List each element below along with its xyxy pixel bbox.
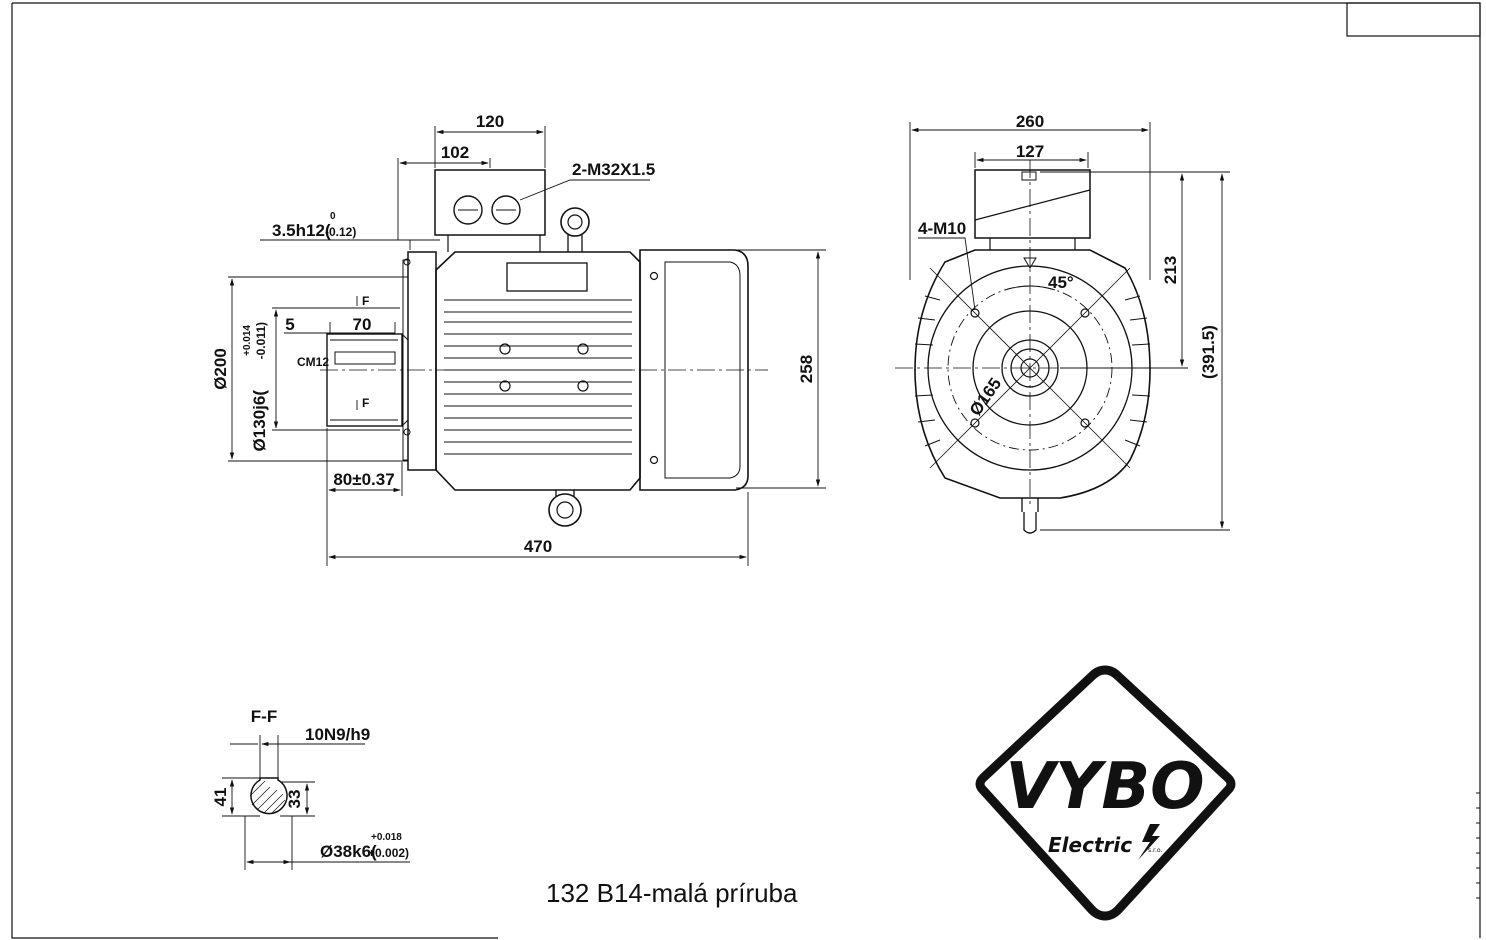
section-mark-top: F: [362, 294, 369, 308]
dim-shaft-thread: CM12: [297, 355, 329, 369]
dim-overall-length: 470: [524, 537, 552, 556]
drawing-frame: [11, 2, 1481, 939]
dim-key-width: 10N9/h9: [305, 725, 370, 744]
dim-terminal-box-offset: 102: [441, 143, 469, 162]
vybo-logo: VYBO Electric s.r.o.: [975, 665, 1236, 921]
dim-flange-diameter: Ø200: [211, 348, 230, 390]
side-dimensions: [228, 126, 826, 566]
section-ff: F-F 10N9/h9 41 33 Ø38k6( +0.018 +0.002): [211, 707, 410, 870]
dim-pitch-circle: Ø165: [966, 374, 1005, 419]
dim-terminal-box-length: 120: [476, 112, 504, 131]
flange-drawing: [402, 251, 437, 471]
logo-suffix: s.r.o.: [1148, 847, 1162, 854]
dim-key-offset: 5: [285, 315, 294, 334]
dim-hole-angle: 45°: [1048, 273, 1074, 292]
dim-flange-spigot-tol-upper: 0: [330, 211, 336, 222]
front-body-drawing: [914, 249, 1151, 534]
lightning-icon: [1138, 824, 1160, 860]
edge-ticks: [1476, 792, 1480, 899]
drawing-caption: 132 B14-malá príruba: [546, 878, 798, 908]
dim-shaft-length: 80±0.37: [333, 470, 394, 489]
side-view: 120 102 2-M32X1.5 3.5h12( 0 -0.12) Ø200 …: [211, 112, 826, 566]
dim-front-width: 260: [1016, 112, 1044, 131]
section-ff-title: F-F: [251, 707, 277, 726]
dim-shaft-tol-lower: +0.002): [368, 846, 409, 860]
front-dimensions: [909, 122, 1230, 531]
dim-flange-holes: 4-M10: [918, 219, 966, 238]
dim-shaft-diameter: Ø38k6(: [320, 842, 377, 861]
dim-flange-spigot-tol-lower: -0.12): [325, 225, 356, 239]
lifting-eye-drawing: [548, 207, 590, 527]
dim-total-height: (391.5): [1199, 325, 1218, 379]
dim-front-box-width: 127: [1016, 142, 1044, 161]
front-terminal-box-drawing: [974, 169, 1091, 250]
dim-spigot-tol-upper: +0.014: [242, 325, 253, 356]
dim-cable-glands: 2-M32X1.5: [572, 160, 655, 179]
shaft-drawing: [326, 333, 409, 427]
dim-flange-spigot: 3.5h12(: [272, 221, 331, 240]
dim-spigot-tol-lower: -0.011): [254, 322, 268, 359]
logo-brand: VYBO: [1005, 750, 1204, 824]
dim-overall-height: 258: [797, 355, 816, 383]
dim-height-inner: 33: [285, 790, 304, 809]
dim-height-total: 41: [211, 788, 230, 807]
front-view: 260 127 4-M10 45° Ø165 213 (391.5): [895, 112, 1230, 534]
motor-body-drawing: [435, 249, 749, 491]
section-mark-bottom: F: [362, 396, 369, 410]
terminal-box-drawing: [434, 169, 546, 252]
dim-key-length: 70: [353, 315, 372, 334]
dim-axis-height-box: 213: [1161, 256, 1180, 284]
logo-sub: Electric: [1048, 833, 1132, 857]
dim-shaft-tol-upper: +0.018: [371, 832, 402, 843]
dim-spigot-diameter: Ø130j6(: [250, 390, 269, 452]
